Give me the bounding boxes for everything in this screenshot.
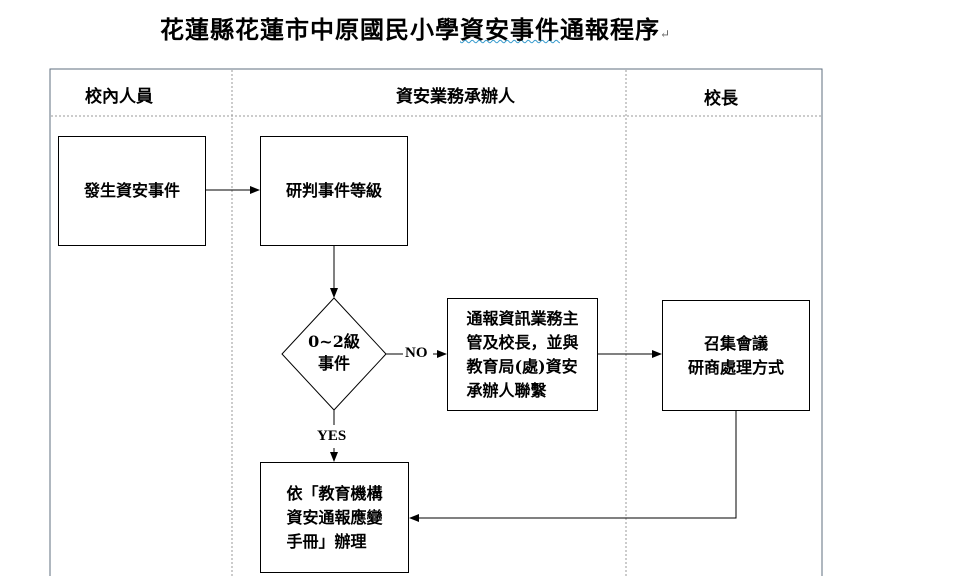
title-suffix: 通報程序 <box>560 15 660 44</box>
title-underlined: 資安事件 <box>460 15 560 44</box>
edge-label-no: NO <box>405 345 428 361</box>
edge-meeting-to-handbook <box>409 411 737 522</box>
document-title: 花蓮縣花蓮市中原國民小學資安事件通報程序↵ <box>160 10 671 45</box>
lane-header-staff: 校內人員 <box>85 87 153 107</box>
node-handbook: 依「教育機構 資安通報應變 手冊」辦理 <box>260 462 409 573</box>
edge-label-yes: YES <box>317 428 347 444</box>
node-incident: 發生資安事件 <box>58 136 206 246</box>
node-meeting: 召集會議 研商處理方式 <box>662 300 810 411</box>
paragraph-mark-icon: ↵ <box>660 27 672 41</box>
swimlane-frame <box>49 68 823 576</box>
node-assess: 研判事件等級 <box>260 136 408 246</box>
node-notify: 通報資訊業務主 管及校長，並與 教育局(處)資安 承辦人聯繫 <box>447 298 598 411</box>
title-prefix: 花蓮縣花蓮市中原國民小學 <box>160 15 460 44</box>
decision-label: 0~2級 事件 <box>308 332 360 373</box>
lane-header-principal: 校長 <box>704 89 738 109</box>
lane-header-handler: 資安業務承辦人 <box>396 87 515 107</box>
